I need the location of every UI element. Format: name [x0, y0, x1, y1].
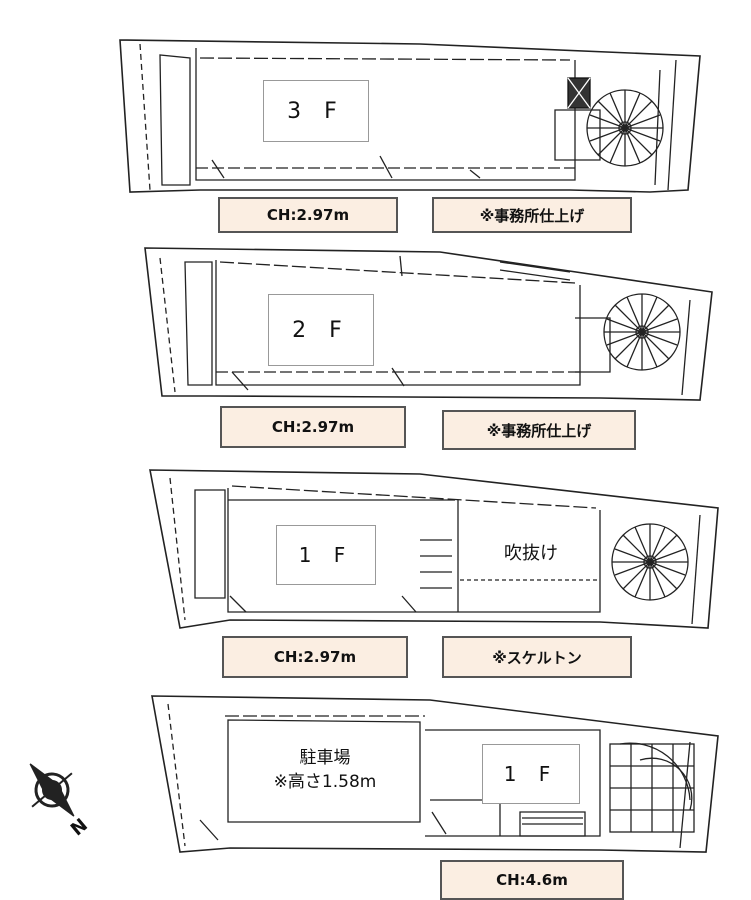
floor-2f-finish-note: ※事務所仕上げ [442, 410, 636, 450]
floor-1f-lower-room-label: 1 F [482, 744, 580, 804]
floor-3f-ceiling-height: CH:2.97m [218, 197, 398, 233]
floor-1f-upper-stair [611, 523, 689, 601]
floor-2f-room-label: 2 F [268, 294, 374, 366]
floor-1f-lower-stair [609, 742, 695, 833]
floor-1f-lower-outline [151, 695, 719, 853]
floor-1f-upper-room-label: 1 F [276, 525, 376, 585]
floor-1f-upper-outline [149, 469, 719, 629]
parking-area-label: 駐車場 ※高さ1.58m [246, 738, 404, 802]
parking-label: 駐車場 [299, 748, 351, 768]
floor-1f-lower-ceiling-height: CH:4.6m [440, 860, 624, 900]
floor-2f-stair [603, 293, 681, 371]
floor-1f-upper-finish-note: ※スケルトン [442, 636, 632, 678]
floor-3f-finish-note: ※事務所仕上げ [432, 197, 632, 233]
floor-2f-outline [144, 247, 713, 401]
compass-north-icon [29, 763, 75, 817]
floor-1f-void-label: 吹抜け [504, 543, 558, 564]
floor-1f-upper-ceiling-height: CH:2.97m [222, 636, 408, 678]
floor-2f-ceiling-height: CH:2.97m [220, 406, 406, 448]
parking-height-note: ※高さ1.58m [273, 772, 377, 792]
floor-3f-room-label: 3 F [263, 80, 369, 142]
floor-3f-stair [567, 77, 664, 167]
floor-3f-outline [119, 39, 701, 193]
